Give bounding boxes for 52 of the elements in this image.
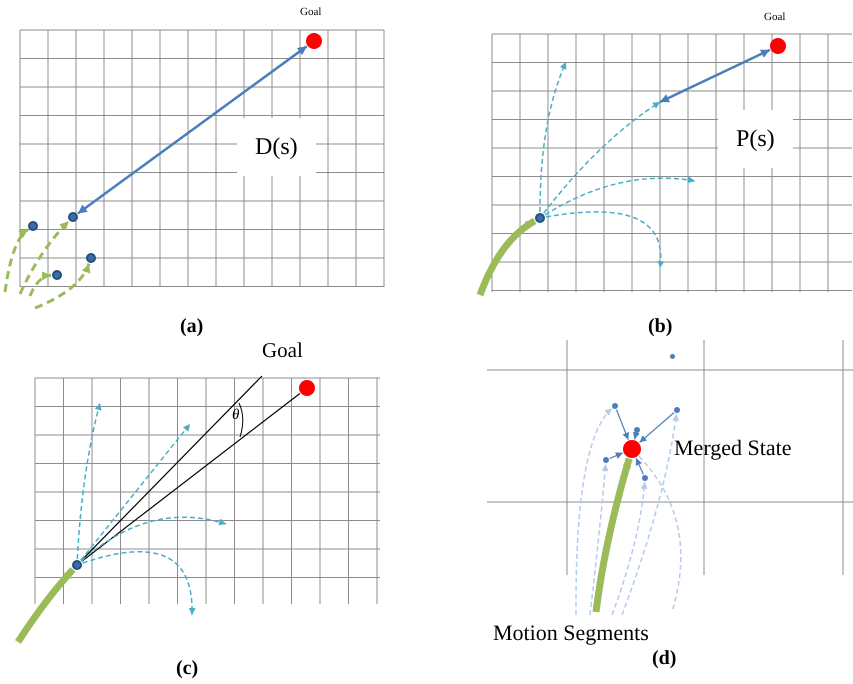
angle-symbol: θ — [232, 408, 240, 423]
arrow — [82, 551, 196, 616]
arrow — [592, 458, 633, 612]
arrow — [639, 412, 674, 443]
arrow — [34, 263, 90, 310]
panel-label: (b) — [648, 316, 672, 336]
state-dot — [535, 213, 545, 223]
arrow — [659, 48, 770, 104]
panel-label: (d) — [652, 648, 676, 668]
arrow — [575, 408, 612, 615]
node-caption: Goal — [764, 12, 786, 23]
state-dot — [642, 475, 648, 481]
arrow — [543, 101, 660, 214]
arrow — [476, 218, 537, 296]
state-dot — [72, 560, 82, 570]
distance-label: P(s) — [718, 110, 793, 168]
state-dot — [674, 407, 680, 413]
state-dot — [28, 221, 38, 231]
node-caption: Goal — [262, 340, 303, 361]
state-dot — [86, 253, 96, 263]
arrow — [28, 272, 52, 297]
state-dot — [634, 427, 640, 433]
arrow — [77, 45, 308, 214]
annotation-text: Motion Segments — [493, 622, 649, 644]
line — [638, 456, 682, 612]
arrow — [632, 432, 640, 440]
arrow — [621, 414, 679, 616]
node-caption: Goal — [300, 7, 322, 18]
state-dot — [603, 457, 609, 463]
arrow — [616, 410, 629, 440]
arrow — [76, 402, 102, 560]
arrow — [589, 464, 609, 616]
panel-label: (c) — [176, 658, 198, 678]
arrow — [18, 220, 70, 295]
arrow — [544, 176, 696, 216]
panel-label: (a) — [180, 316, 204, 336]
state-dot — [52, 270, 62, 280]
arrow — [4, 228, 29, 292]
arrow — [80, 424, 191, 561]
node-caption: Merged State — [674, 437, 792, 459]
line — [81, 393, 300, 562]
arrow — [15, 567, 76, 644]
state-dot — [68, 212, 78, 222]
distance-label: D(s) — [237, 118, 316, 176]
arrow — [636, 458, 644, 475]
arrow — [609, 452, 624, 459]
arrow — [81, 516, 226, 562]
arrow — [611, 482, 648, 616]
state-dot — [670, 354, 674, 358]
arrow — [546, 211, 664, 268]
state-dot — [612, 403, 618, 409]
arrow — [539, 62, 567, 212]
